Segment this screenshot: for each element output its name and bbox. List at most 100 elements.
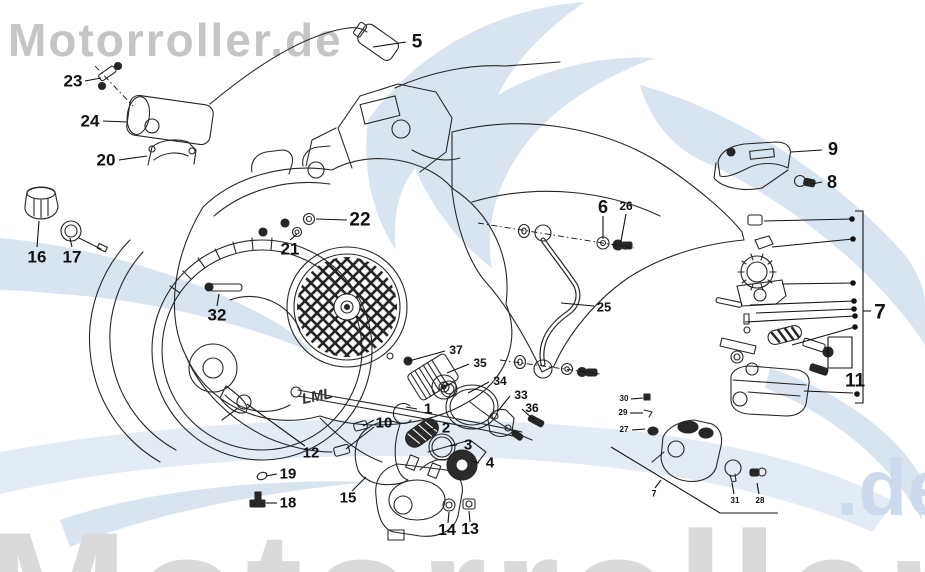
callout-32: 32 xyxy=(207,305,227,325)
axis-dashdot-line xyxy=(499,359,601,375)
callout-25: 25 xyxy=(596,299,612,315)
callout-5: 5 xyxy=(411,31,423,53)
callout-17: 17 xyxy=(62,247,82,267)
leader-line xyxy=(749,300,855,306)
leader-line xyxy=(756,482,760,495)
watermark-top-text: Motorroller.de xyxy=(8,14,343,66)
callout-6: 6 xyxy=(597,197,609,217)
leader-line xyxy=(654,479,662,489)
callout-19: 19 xyxy=(279,465,297,483)
o-ring-31 xyxy=(724,459,742,477)
leader-line xyxy=(448,444,458,447)
callout-34: 34 xyxy=(493,374,507,388)
leader-line xyxy=(811,181,823,185)
leader-line xyxy=(408,350,446,362)
callout-8: 8 xyxy=(826,172,838,192)
callout-36: 36 xyxy=(525,401,539,415)
spark-plug-cable xyxy=(209,27,368,105)
callout-4: 4 xyxy=(485,454,495,472)
watermark-corner-text: .de xyxy=(836,443,925,532)
callout-21: 21 xyxy=(280,239,300,259)
dowel-pin-32 xyxy=(204,282,243,292)
callout-20: 20 xyxy=(96,150,116,170)
leader-line xyxy=(426,427,436,432)
fan-hub xyxy=(333,293,361,321)
callout-3: 3 xyxy=(463,436,473,454)
blue-swoosh-graphic xyxy=(0,2,925,547)
callout-12: 12 xyxy=(302,444,320,462)
oil-filler-cap xyxy=(24,186,59,220)
callout-22: 22 xyxy=(349,209,371,231)
leader-line xyxy=(405,406,418,410)
leader-line xyxy=(631,428,646,431)
cover-lid xyxy=(713,141,791,191)
leader-line xyxy=(216,293,220,307)
leader-line xyxy=(791,326,856,346)
engine-brand-text: LML xyxy=(300,385,334,408)
leader-line xyxy=(781,282,854,285)
leader-line xyxy=(790,149,823,153)
leader-line xyxy=(351,476,367,492)
leader-line xyxy=(803,390,854,394)
axis-dashdot-line xyxy=(477,222,635,249)
leader-line xyxy=(372,41,407,48)
callout-14: 14 xyxy=(438,522,456,539)
filter-and-seal-parts xyxy=(386,352,545,481)
callout-2: 2 xyxy=(441,419,451,437)
callout-13: 13 xyxy=(461,521,479,538)
leader-line xyxy=(468,510,471,523)
leader-line xyxy=(620,213,627,242)
watermark-bottom-text: Motorroller xyxy=(0,497,925,572)
leader-line xyxy=(118,155,148,161)
leader-dot xyxy=(850,236,856,242)
leader-line xyxy=(470,460,480,464)
mounting-bracket xyxy=(147,139,197,166)
brake-cam-12 xyxy=(236,394,252,410)
leader-line xyxy=(630,397,644,400)
callout-35: 35 xyxy=(473,356,487,370)
leader-line xyxy=(265,473,278,477)
leader-line xyxy=(362,419,375,427)
leader-line xyxy=(521,408,535,421)
callout-29: 29 xyxy=(618,408,628,417)
carburetor-assembly xyxy=(305,61,561,179)
callout-30: 30 xyxy=(619,394,629,403)
cable-clamp xyxy=(97,61,123,91)
leader-line xyxy=(744,315,856,323)
pump-control-group xyxy=(643,393,767,483)
engine-shell: LML xyxy=(290,123,745,463)
bolt-28 xyxy=(749,468,760,477)
small-fasteners xyxy=(249,420,476,512)
leader-dot xyxy=(851,298,857,304)
leader-line xyxy=(345,426,375,450)
oil-tank xyxy=(730,362,810,417)
callout-31: 31 xyxy=(730,496,740,505)
oil-pump-parts-column xyxy=(715,214,834,376)
axis-dashdot-line xyxy=(94,65,134,107)
callout-16: 16 xyxy=(27,247,47,267)
leader-dot xyxy=(852,313,858,319)
leader-dot xyxy=(849,216,855,222)
callout-7: 7 xyxy=(651,488,657,499)
leader-line xyxy=(731,482,735,495)
leader-line xyxy=(36,220,40,248)
callout-bracket xyxy=(827,336,853,369)
callout-28: 28 xyxy=(755,496,765,505)
callout-11: 11 xyxy=(844,370,866,392)
callout-bracket xyxy=(855,210,864,404)
leader-line xyxy=(289,233,298,241)
leader-line xyxy=(69,237,73,248)
fasteners-21-22 xyxy=(258,212,316,238)
oil-line xyxy=(513,223,633,379)
callout-23: 23 xyxy=(63,71,83,91)
leader-dot xyxy=(852,324,858,330)
dipstick xyxy=(60,220,108,253)
leader-line xyxy=(84,77,102,82)
callout-24: 24 xyxy=(80,111,100,131)
ignition-coil xyxy=(126,94,214,146)
callout-27: 27 xyxy=(619,425,629,434)
callout-9: 9 xyxy=(827,139,839,159)
leader-line xyxy=(446,363,470,374)
